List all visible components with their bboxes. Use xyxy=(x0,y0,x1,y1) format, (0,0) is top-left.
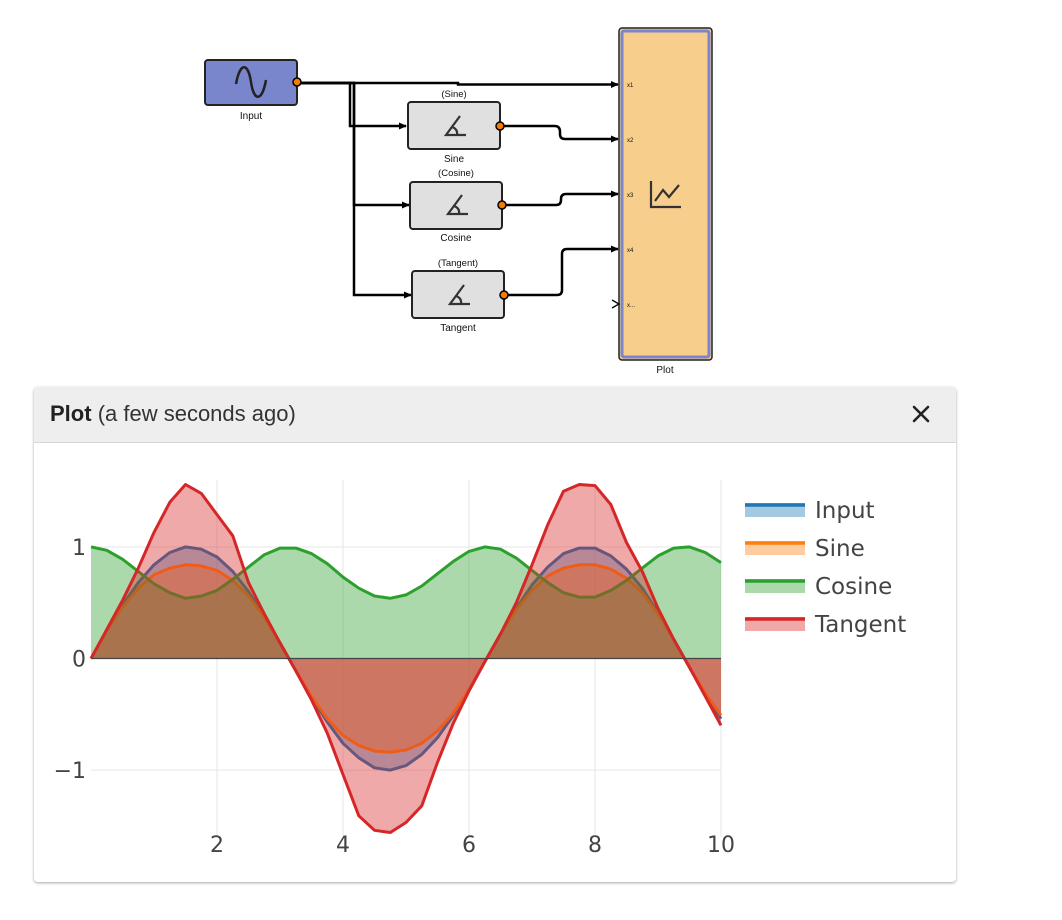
plot-port-x3[interactable]: x3 xyxy=(627,193,634,199)
plot-port-x2[interactable]: x2 xyxy=(627,138,634,144)
close-icon xyxy=(912,405,930,423)
input-output-port[interactable] xyxy=(292,77,302,87)
sine-output-port[interactable] xyxy=(495,121,505,131)
plot-port-x-more[interactable]: x... xyxy=(627,303,635,309)
input-block-label: Input xyxy=(240,111,262,122)
angle-icon xyxy=(443,115,466,137)
sine-block-title: (Sine) xyxy=(441,89,466,100)
x-tick-label: 2 xyxy=(210,833,224,858)
legend-item-tangent[interactable]: Tangent xyxy=(745,612,906,638)
y-tick-label: −1 xyxy=(54,759,86,784)
angle-icon xyxy=(445,194,468,216)
y-tick-label: 1 xyxy=(72,536,86,561)
x-tick-label: 4 xyxy=(336,833,350,858)
sine-block[interactable]: (Sine) Sine xyxy=(407,89,505,165)
series-line-tangent[interactable] xyxy=(89,483,723,834)
series-line-sine[interactable] xyxy=(89,563,723,754)
plot-panel: Plot (a few seconds ago) 2 4 6 8 10 −1 0 1 Input… xyxy=(34,387,956,882)
tangent-block-label: Tangent xyxy=(440,323,476,334)
tangent-block[interactable]: (Tangent) Tangent xyxy=(411,258,509,334)
plot-port-empty-arrow[interactable] xyxy=(611,299,621,309)
plot-port-x1[interactable]: x1 xyxy=(627,83,634,89)
cosine-block-title: (Cosine) xyxy=(438,168,474,179)
angle-icon xyxy=(447,284,470,306)
connection-input-plot[interactable] xyxy=(300,81,619,88)
legend-label-tangent: Tangent xyxy=(814,612,906,638)
plot-port-x4[interactable]: x4 xyxy=(627,248,634,254)
x-tick-label: 8 xyxy=(588,833,602,858)
legend-label-input: Input xyxy=(815,498,875,524)
connection-cosine-plot[interactable] xyxy=(503,190,619,207)
panel-title: Plot (a few seconds ago) xyxy=(50,401,296,427)
connection-input-tangent[interactable] xyxy=(300,81,412,299)
tangent-output-port[interactable] xyxy=(499,290,509,300)
line-chart-icon xyxy=(649,181,681,209)
legend-item-cosine[interactable]: Cosine xyxy=(745,574,892,600)
sine-block-label: Sine xyxy=(444,154,464,165)
sine-wave-icon xyxy=(234,66,268,98)
legend-item-input[interactable]: Input xyxy=(745,498,875,524)
input-block[interactable]: Input xyxy=(204,59,302,122)
x-tick-label: 6 xyxy=(462,833,476,858)
connection-tangent-plot[interactable] xyxy=(504,245,619,297)
close-button[interactable] xyxy=(906,399,936,429)
cosine-output-port[interactable] xyxy=(497,200,507,210)
series-area-cosine[interactable] xyxy=(91,546,721,659)
plot-block-label: Plot xyxy=(656,365,673,376)
x-tick-label: 10 xyxy=(707,833,735,858)
panel-title-text: Plot xyxy=(50,401,92,426)
connection-sine-plot[interactable] xyxy=(500,124,619,143)
legend-label-sine: Sine xyxy=(815,536,865,562)
cosine-block-label: Cosine xyxy=(440,233,472,244)
plot-panel-header: Plot (a few seconds ago) xyxy=(34,387,956,443)
y-tick-label: 0 xyxy=(72,648,86,673)
legend-label-cosine: Cosine xyxy=(815,574,892,600)
series-line-cosine[interactable] xyxy=(90,545,722,600)
legend-item-sine[interactable]: Sine xyxy=(745,536,865,562)
panel-timestamp: (a few seconds ago) xyxy=(97,401,296,426)
block-diagram: Input (Sine) Sine (Cosine) Cosine (Tange… xyxy=(204,27,713,376)
tangent-block-title: (Tangent) xyxy=(438,258,478,269)
plot-block[interactable]: x1 x2 x3 x4 x... Plot xyxy=(611,27,713,376)
series-line-input[interactable] xyxy=(89,545,723,772)
cosine-block[interactable]: (Cosine) Cosine xyxy=(409,168,507,244)
